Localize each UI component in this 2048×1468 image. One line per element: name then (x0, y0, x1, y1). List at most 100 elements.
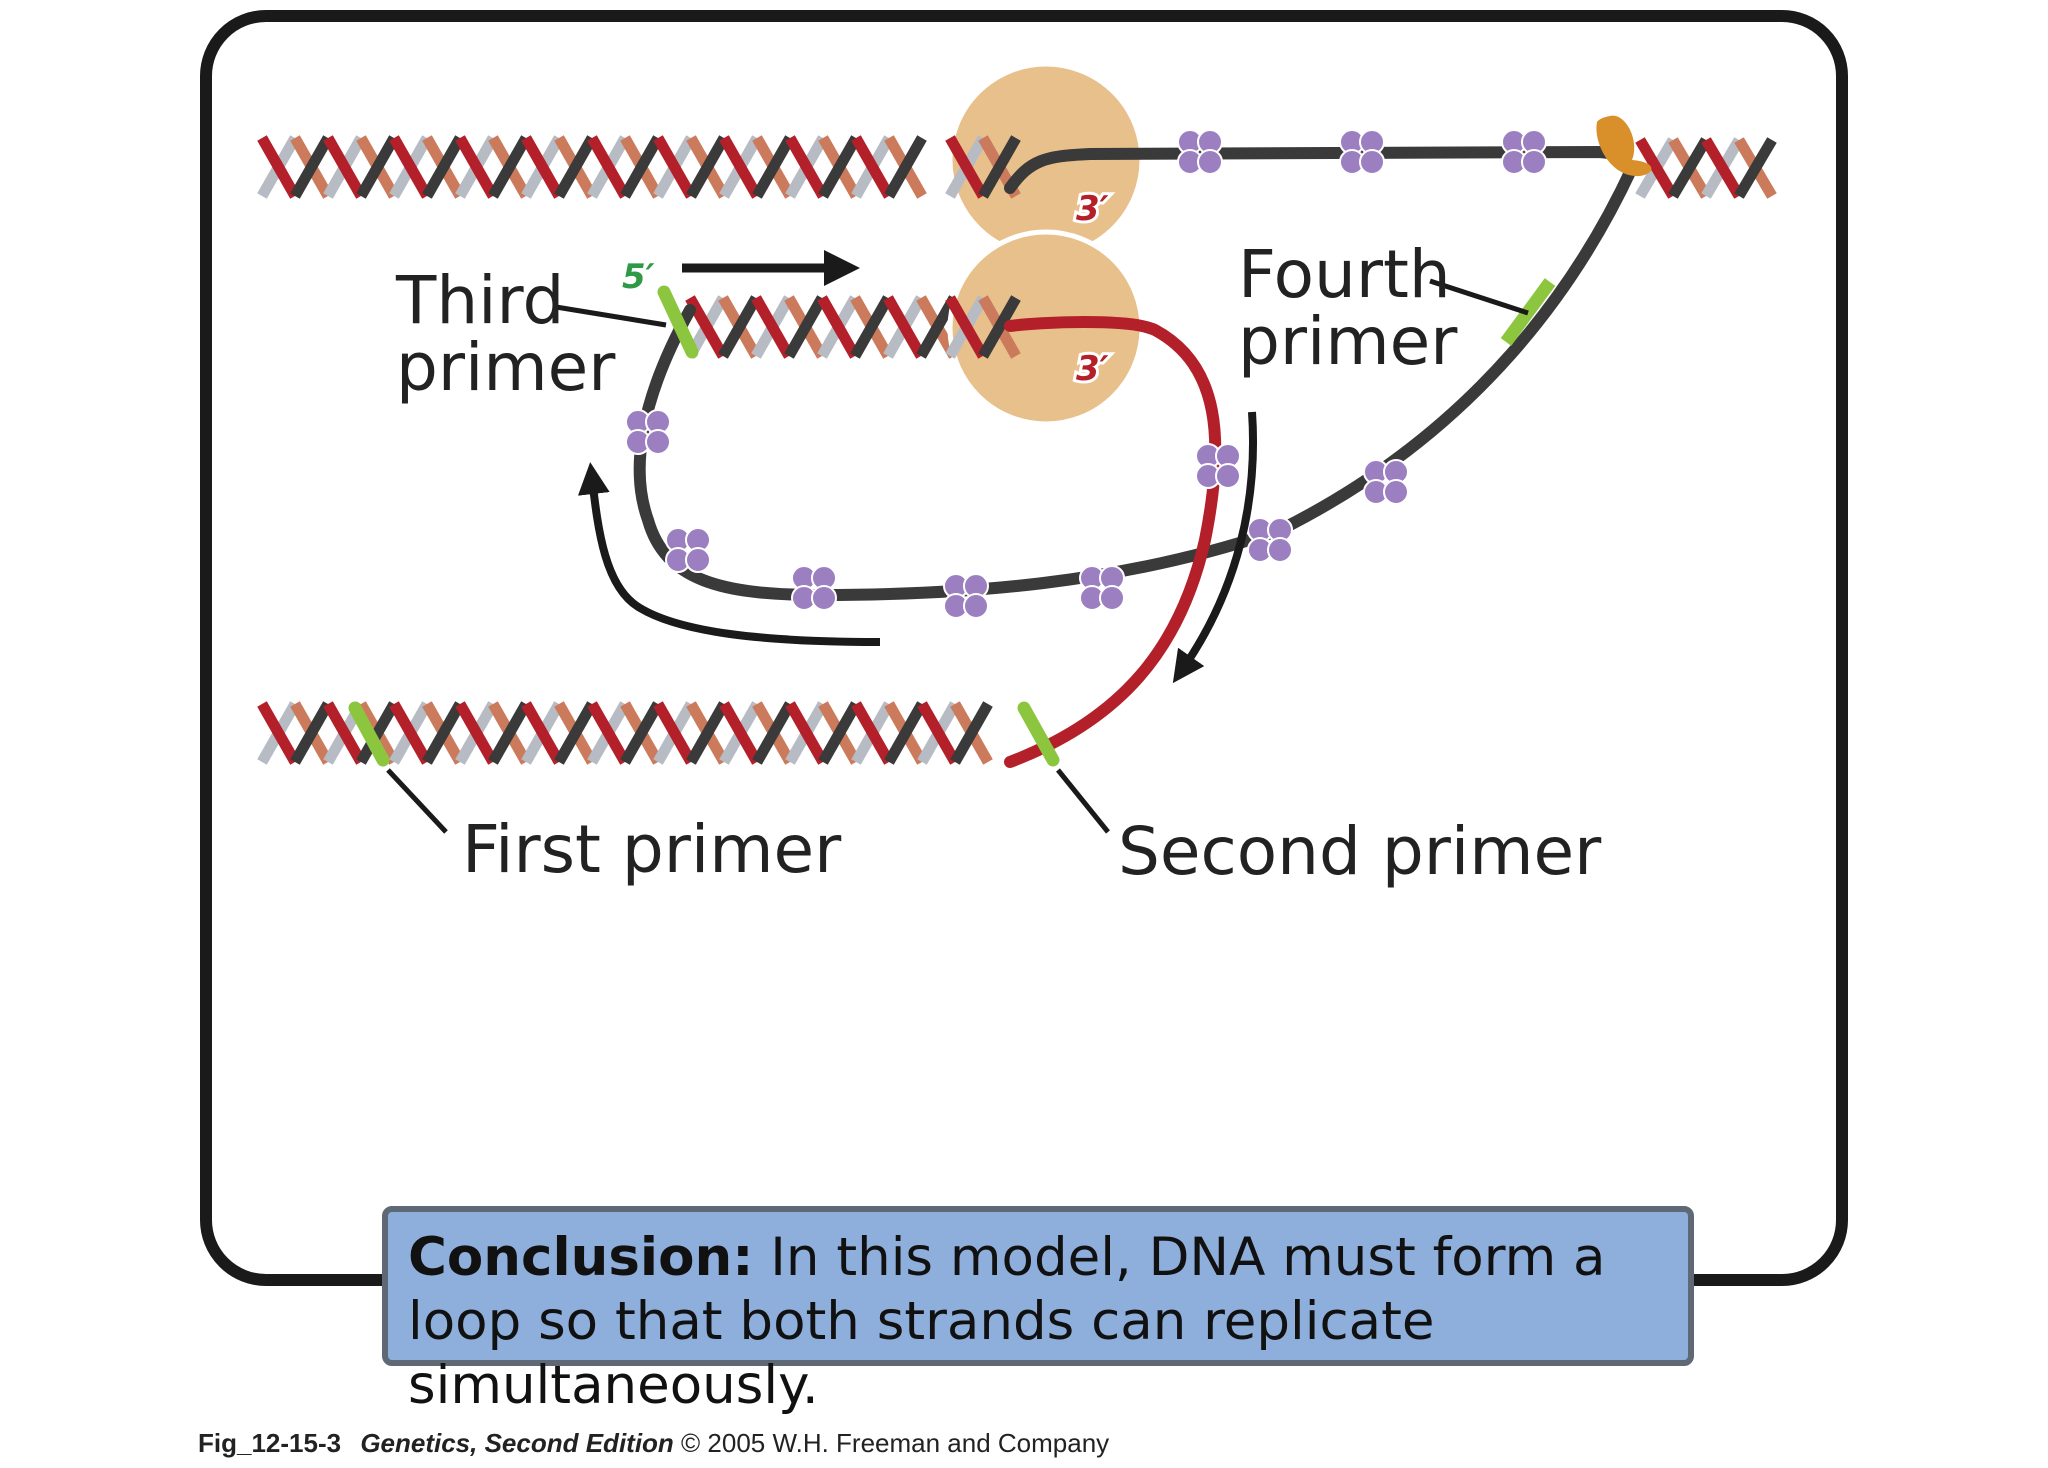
helix-front-strand (818, 135, 861, 199)
ssb-protein-subunit (645, 429, 671, 455)
third-primer-leader (555, 304, 667, 328)
figure-id: Fig_12-15-3 (198, 1428, 342, 1458)
ssb-protein-icon (1195, 443, 1241, 489)
ssb-protein-subunit (811, 585, 837, 611)
helix-front-strand (587, 701, 630, 765)
top-single-strand (1004, 145, 1624, 194)
helix-front-strand (356, 701, 399, 765)
third-primer-label-line1: Third (395, 262, 564, 339)
ssb-protein-subunit (1267, 537, 1293, 563)
helix-front-strand (851, 701, 894, 765)
ssb-protein-icon (1339, 129, 1385, 175)
fourth-primer-leader (1429, 278, 1529, 316)
ssb-proteins (625, 129, 1547, 619)
helix-front-strand (945, 135, 988, 199)
ssb-protein-icon (791, 565, 837, 611)
helix-front-strand (356, 135, 399, 199)
ssb-protein-subunit (1099, 585, 1125, 611)
ssb-protein-subunit (685, 547, 711, 573)
helicase-icon (1596, 115, 1652, 177)
helix-front-strand (751, 295, 794, 359)
publisher-credit: © 2005 W.H. Freeman and Company (681, 1428, 1110, 1458)
synthesis-arrow-loop (577, 462, 881, 646)
helix-front-strand (455, 135, 498, 199)
ssb-protein-icon (943, 573, 989, 619)
helix-front-strand (1734, 137, 1777, 199)
three-prime-label-top: 3′ (1076, 189, 1109, 229)
helix-front-strand (422, 135, 465, 199)
helix-front-strand (752, 701, 795, 765)
conclusion-box: Conclusion: In this model, DNA must form… (382, 1206, 1694, 1416)
figure-caption: Fig_12-15-3 Genetics, Second Edition © 2… (198, 1428, 1109, 1459)
three-prime-label-lower: 3′ (1076, 349, 1109, 389)
ssb-protein-subunit (1521, 149, 1547, 175)
helix-front-strand (978, 295, 1021, 359)
helix-front-strand (916, 295, 959, 359)
second-primer-leader (1056, 768, 1110, 834)
helix-front-strand (752, 135, 795, 199)
helix-front-strand (323, 701, 366, 765)
helix-front-strand (389, 701, 432, 765)
book-title: Genetics, Second Edition (360, 1428, 674, 1458)
helix-front-strand (884, 135, 927, 199)
fourth-primer-label-line1: Fourth (1238, 236, 1451, 313)
ssb-protein-icon (1079, 565, 1125, 611)
helix-front-strand (945, 295, 988, 359)
ssb-protein-icon (1501, 129, 1547, 175)
helix-front-strand (422, 701, 465, 765)
helix-front-strand (1635, 137, 1678, 199)
helix-front-strand (389, 135, 432, 199)
ssb-protein-icon (1177, 129, 1223, 175)
third-primer-label-line2: primer (396, 329, 616, 406)
helix-front-strand (785, 135, 828, 199)
helix-front-strand (323, 135, 366, 199)
second-primer-label: Second primer (1118, 813, 1602, 890)
helix-front-strand (620, 135, 663, 199)
helix-front-strand (686, 701, 729, 765)
ssb-protein-icon (665, 527, 711, 573)
helix-front-strand (488, 701, 531, 765)
helix-front-strand (257, 135, 300, 199)
five-prime-label: 5′ (622, 257, 655, 297)
helix-front-strand (1701, 137, 1744, 199)
right-parental-helix (1635, 137, 1777, 199)
helix-front-strand (653, 701, 696, 765)
helix-front-strand (290, 135, 333, 199)
ssb-protein-subunit (963, 593, 989, 619)
helix-front-strand (917, 701, 960, 765)
helix-front-strand (719, 135, 762, 199)
conclusion-heading: Conclusion: (408, 1227, 754, 1288)
helix-front-strand (257, 701, 300, 765)
first-primer-leader (386, 768, 448, 834)
helix-front-strand (653, 135, 696, 199)
top-double-helix (257, 135, 927, 199)
helix-front-strand (818, 701, 861, 765)
helix-front-strand (785, 701, 828, 765)
helix-front-strand (521, 135, 564, 199)
helix-front-strand (784, 295, 827, 359)
helix-front-strand (1668, 137, 1711, 199)
third-helix-inside-polymerase (945, 295, 1021, 359)
third-primer-segment (657, 285, 699, 359)
first-primer-segment (348, 701, 390, 767)
helix-front-strand (883, 295, 926, 359)
helix-front-strand (455, 701, 498, 765)
first-primer-label: First primer (462, 811, 842, 888)
ssb-protein-icon (625, 409, 671, 455)
helix-front-strand (719, 701, 762, 765)
helix-front-strand (620, 701, 663, 765)
helix-front-strand (488, 135, 531, 199)
helix-front-strand (718, 295, 761, 359)
ssb-protein-subunit (1215, 463, 1241, 489)
helix-front-strand (554, 701, 597, 765)
ssb-protein-subunit (1359, 149, 1385, 175)
conclusion-text: In this model, DNA must form a loop so t… (408, 1227, 1606, 1416)
ssb-protein-subunit (1197, 149, 1223, 175)
ssb-protein-icon (1247, 517, 1293, 563)
helix-front-strand (851, 135, 894, 199)
helix-front-strand (290, 701, 333, 765)
third-primer-helix (685, 295, 959, 359)
lagging-template-strand (633, 162, 1638, 602)
helix-front-strand (978, 135, 1021, 199)
